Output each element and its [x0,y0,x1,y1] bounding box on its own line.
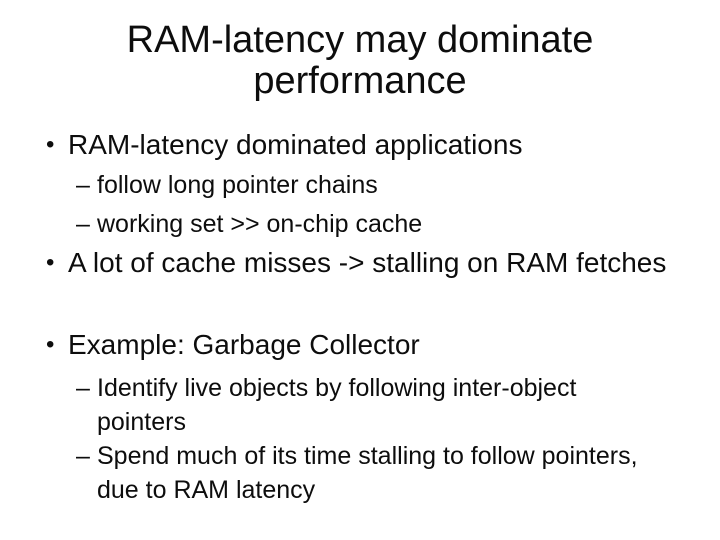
bullet-text: A lot of cache misses -> stalling on RAM… [68,247,667,278]
bullet-item-garbage-collector: • Example: Garbage Collector [46,328,710,362]
slide-body: • RAM-latency dominated applications – f… [46,0,710,507]
bullet-item-cache-misses: • A lot of cache misses -> stalling on R… [46,246,710,280]
sub-bullet-text: Identify live objects by following inter… [97,374,577,436]
dash-marker: – [76,442,90,470]
sub-bullet-identify-objects: – Identify live objects by following int… [46,371,710,439]
bullet-text: Example: Garbage Collector [68,329,420,360]
dash-marker: – [76,171,90,199]
sub-bullet-stalling-pointers: – Spend much of its time stalling to fol… [46,439,710,507]
slide-title: RAM-latency may dominate performance [126,19,594,102]
bullet-text: RAM-latency dominated applications [68,129,523,160]
sub-bullet-text: Spend much of its time stalling to follo… [97,442,638,504]
sub-bullet-working-set: – working set >> on-chip cache [46,207,710,241]
dash-marker: – [76,374,90,402]
bullet-marker: • [46,131,55,158]
sub-bullet-pointer-chains: – follow long pointer chains [46,168,710,202]
sub-bullet-text: working set >> on-chip cache [97,210,423,238]
bullet-marker: • [46,331,55,358]
sub-bullet-text: follow long pointer chains [97,171,378,199]
bullet-item-ram-latency-apps: • RAM-latency dominated applications [46,128,710,162]
dash-marker: – [76,210,90,238]
bullet-marker: • [46,249,55,276]
